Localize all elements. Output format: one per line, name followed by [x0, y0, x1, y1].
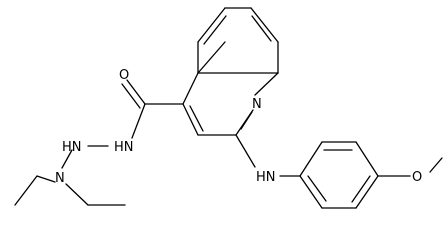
- diethylamino-group: [14, 175, 126, 206]
- methoxy-oxygen-label: O: [412, 170, 422, 185]
- ring-nitrogen-label: N: [252, 97, 262, 112]
- hydrazide-nh-label: HN: [114, 140, 134, 155]
- pyridine-ring: [182, 72, 279, 136]
- carboxamide-group: [61, 79, 184, 169]
- structure-canvas: O N HN HN N HN O: [14, 7, 443, 209]
- diethylamino-n-label: N: [55, 171, 65, 186]
- carbonyl-oxygen-label: O: [119, 68, 129, 83]
- molecule-diagram: O N HN HN N HN O: [14, 7, 443, 209]
- aniline-nh-label: HN: [256, 170, 276, 185]
- anilino-link: [235, 134, 301, 177]
- benzo-ring: [197, 7, 279, 74]
- hydrazine-nh-label: HN: [62, 140, 82, 155]
- methoxyphenyl-ring: [299, 141, 379, 209]
- methoxy-group: [377, 157, 443, 177]
